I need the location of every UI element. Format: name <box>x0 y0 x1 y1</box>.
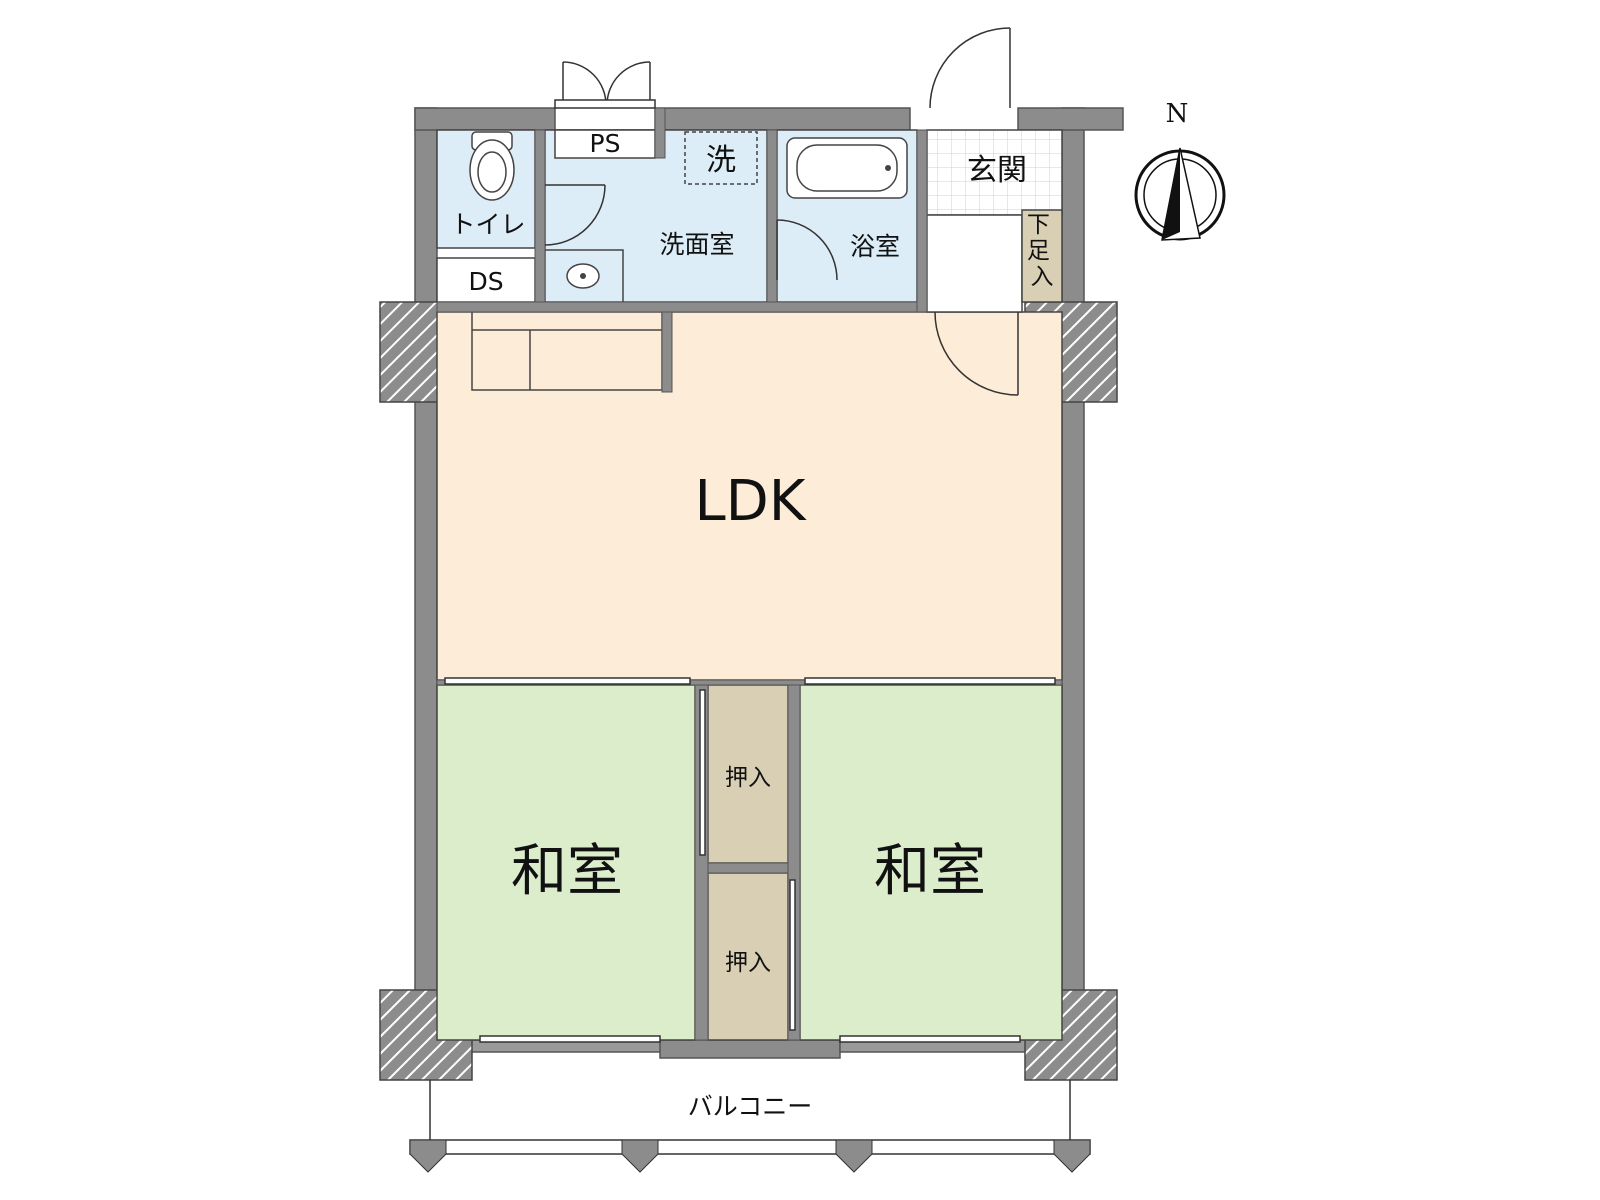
room-label-ds: DS <box>468 267 503 296</box>
room-label-balcony: バルコニー <box>688 1092 813 1121</box>
kitchen-counter <box>471 311 663 391</box>
entrance-floor <box>926 129 1063 216</box>
closet-lower <box>707 872 789 1041</box>
exterior-walls <box>414 107 1124 1059</box>
washitsu-right-floor <box>799 684 1063 1041</box>
room-label-entrance: 玄関 <box>967 153 1027 188</box>
compass-north-label: N <box>1166 99 1189 129</box>
room-label-ps: PS <box>590 129 621 158</box>
interior-walls <box>436 107 1063 1041</box>
room-label-closet-upper: 押入 <box>725 765 771 791</box>
room-label-washitsu-right: 和室 <box>874 839 986 904</box>
doors <box>544 27 1019 396</box>
room-label-closet-lower: 押入 <box>725 950 771 976</box>
sliding-doors <box>444 677 1056 1043</box>
sink-icon <box>544 249 624 303</box>
room-label-ldk: LDK <box>694 469 806 534</box>
room-label-washroom: 洗面室 <box>659 230 734 259</box>
room-label-shoe-box: 下 足 入 <box>1027 212 1057 290</box>
toilet-bowl-icon <box>469 131 515 201</box>
room-label-washitsu-left: 和室 <box>511 839 623 904</box>
room-label-washer: 洗 <box>706 143 736 178</box>
room-label-toilet: トイレ <box>450 210 525 239</box>
ldk-floor <box>436 311 1063 681</box>
north-compass-icon: N <box>1134 99 1226 241</box>
washer-space <box>684 131 758 185</box>
closet-upper <box>707 684 789 864</box>
entrance-hall <box>926 214 1023 313</box>
balcony <box>409 1080 1091 1173</box>
room-label-bath: 浴室 <box>850 232 900 261</box>
shoe-box <box>1021 209 1063 303</box>
